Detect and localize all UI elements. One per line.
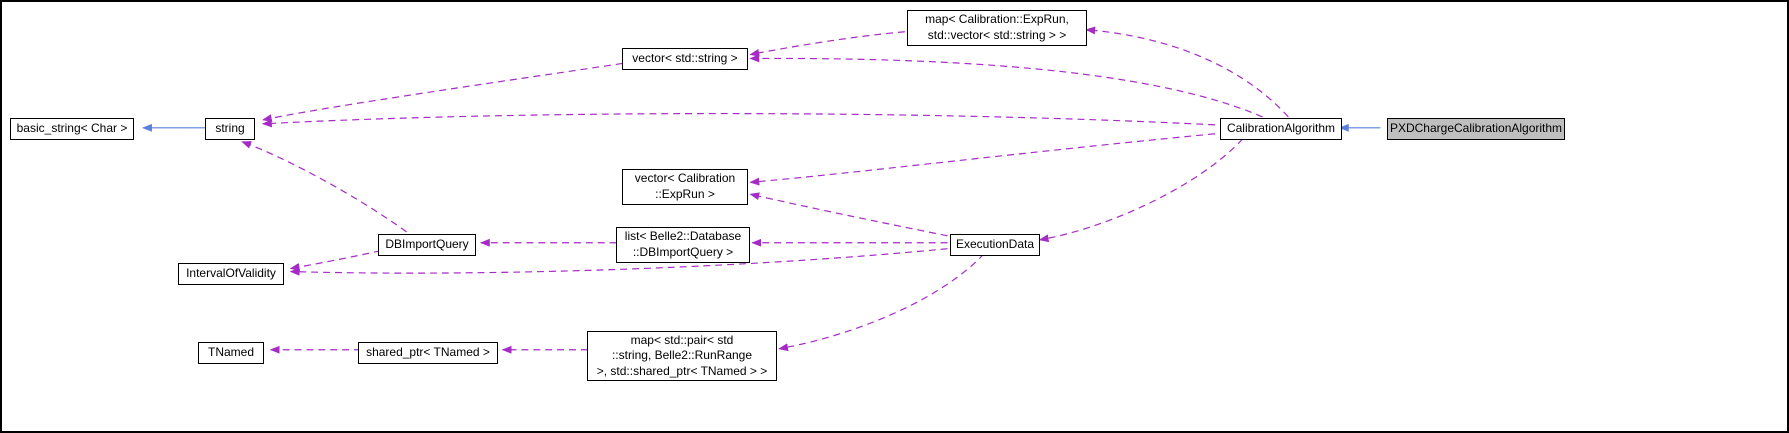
edge-map-exprun-to-vector-string bbox=[749, 31, 905, 57]
edge-calibrationalgorithm-to-vector-string bbox=[749, 54, 1263, 118]
edge-dbimportquery-to-intervalofvalidity bbox=[289, 250, 381, 271]
node-intervalofvalidity[interactable]: IntervalOfValidity bbox=[178, 263, 284, 285]
edge-calibrationalgorithm-to-map-exprun bbox=[1085, 26, 1289, 118]
node-list-dbimportquery[interactable]: list< Belle2::Database ::DBImportQuery > bbox=[616, 227, 750, 263]
node-basic-string-char[interactable]: basic_string< Char > bbox=[10, 118, 134, 140]
edge-calibrationalgorithm-to-string bbox=[261, 112, 1216, 128]
node-pxd-charge-calibration-algorithm: PXDChargeCalibrationAlgorithm bbox=[1387, 118, 1565, 140]
node-vector-string[interactable]: vector< std::string > bbox=[622, 48, 748, 70]
node-shared-ptr-tnamed[interactable]: shared_ptr< TNamed > bbox=[358, 342, 498, 364]
edge-vector-string-to-string bbox=[261, 62, 623, 122]
edge-dbimportquery-to-string bbox=[241, 141, 407, 233]
node-dbimportquery[interactable]: DBImportQuery bbox=[378, 234, 476, 256]
node-map-pair-string-runrange-shared-ptr-tnamed[interactable]: map< std::pair< std ::string, Belle2::Ru… bbox=[587, 331, 777, 381]
edge-executiondata-to-intervalofvalidity bbox=[289, 248, 948, 276]
edge-executiondata-to-map-runrange-tnamed bbox=[778, 253, 985, 352]
node-vector-calibration-exprun[interactable]: vector< Calibration ::ExpRun > bbox=[622, 169, 748, 205]
node-tnamed[interactable]: TNamed bbox=[198, 342, 264, 364]
node-map-exprun-vector-string[interactable]: map< Calibration::ExpRun, std::vector< s… bbox=[907, 10, 1087, 46]
edge-executiondata-to-vector-exprun bbox=[749, 192, 948, 237]
node-executiondata[interactable]: ExecutionData bbox=[950, 234, 1040, 256]
node-string[interactable]: string bbox=[205, 118, 255, 140]
node-calibration-algorithm[interactable]: CalibrationAlgorithm bbox=[1220, 118, 1342, 140]
edge-calibrationalgorithm-to-executiondata bbox=[1038, 138, 1244, 243]
edge-calibrationalgorithm-to-vector-exprun bbox=[749, 133, 1216, 186]
